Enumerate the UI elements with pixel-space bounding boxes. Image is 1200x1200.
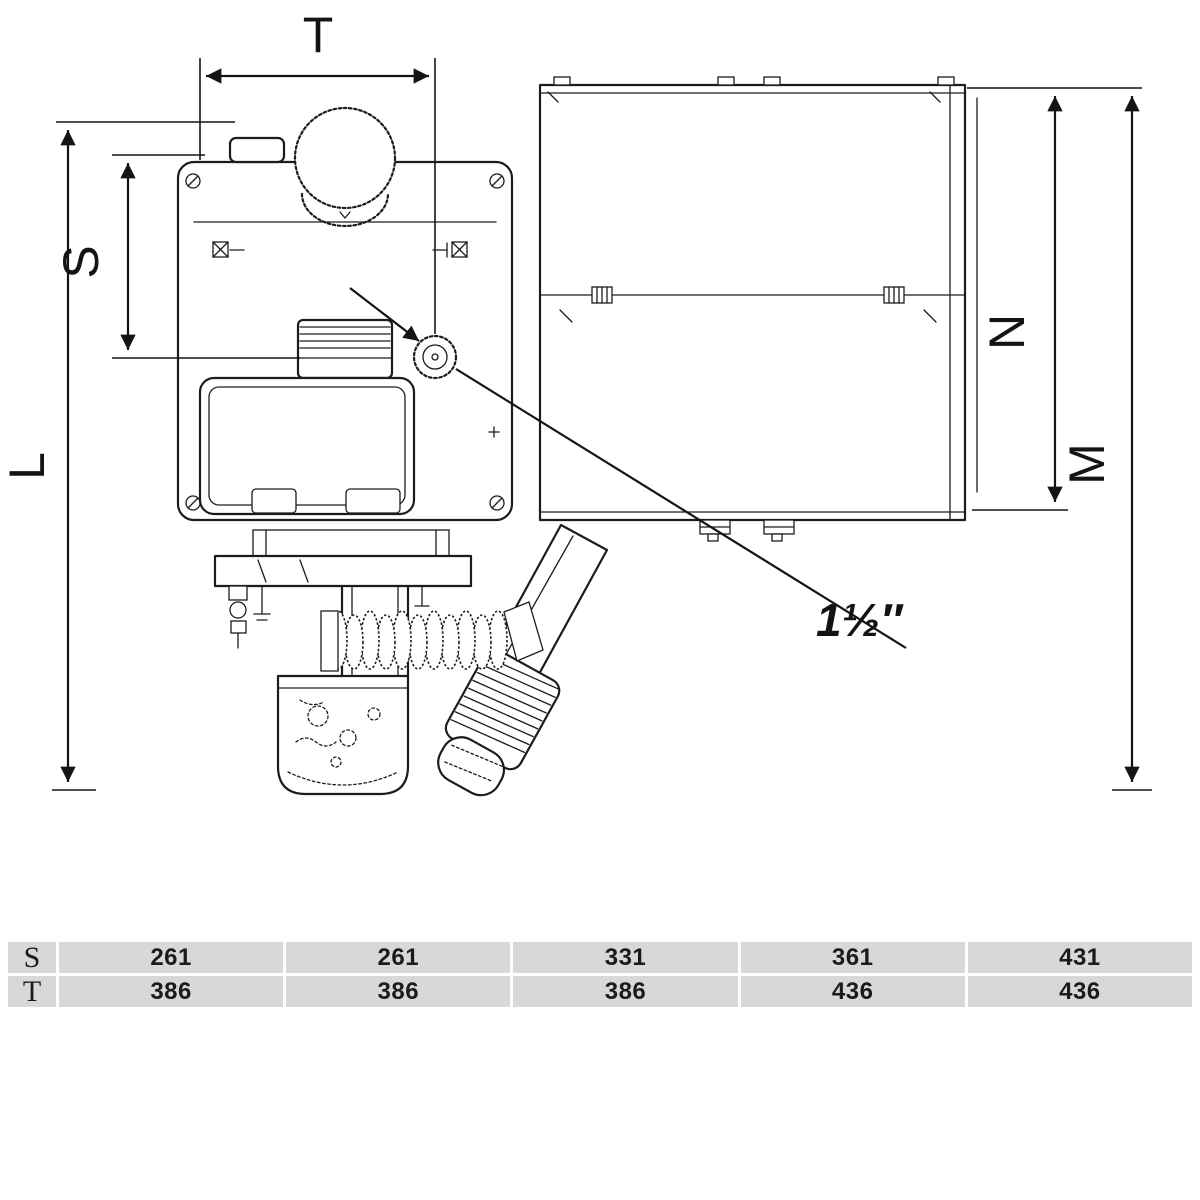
table-cell: 386 [286, 976, 511, 1007]
corner-screws [185, 173, 505, 511]
top-knob [228, 106, 397, 228]
table-cell: 431 [967, 942, 1192, 973]
pipe-connection [412, 334, 458, 380]
dim-label-s: S [53, 245, 109, 278]
table-cell: 386 [513, 976, 738, 1007]
table-cell: 386 [59, 976, 284, 1007]
terminal-block [296, 318, 394, 380]
base-flange [213, 529, 473, 588]
pipe-size-callout: 1½″ [349, 287, 907, 649]
table-cell: 361 [740, 942, 965, 973]
dim-label-l: L [0, 452, 55, 480]
table-cell: 261 [286, 942, 511, 973]
table-cell: 331 [513, 942, 738, 973]
table-cell: 436 [740, 976, 965, 1007]
dim-label-n: N [979, 314, 1035, 350]
dimension-T: T [199, 7, 436, 334]
drain-symbols [253, 585, 430, 621]
table-row-header-t: T [8, 975, 56, 1008]
compression-fitting [437, 648, 561, 797]
dimension-M: M [1059, 96, 1152, 791]
cable-clamp-left [591, 286, 613, 304]
flex-hose [320, 601, 544, 672]
dimension-N: N [967, 87, 1142, 511]
size-table: S 261 261 331 361 431 T 386 386 386 436 … [8, 941, 1192, 1008]
siphon-cup [276, 674, 410, 796]
dim-label-m: M [1059, 443, 1115, 485]
panel-foot-left [699, 519, 731, 542]
side-fitting-chain [228, 585, 248, 649]
dimension-L: L [0, 121, 235, 791]
rear-panel [538, 76, 978, 542]
table-cell: 261 [59, 942, 284, 973]
dim-label-t: T [303, 7, 334, 63]
table-cell: 436 [967, 976, 1192, 1007]
gas-valve-box [198, 376, 500, 516]
mounting-symbols [212, 241, 468, 258]
callout-label: 1½″ [816, 594, 904, 646]
cable-clamp-right [883, 286, 905, 304]
dimension-drawing: T S L N M 1½″ [0, 7, 1152, 797]
panel-foot-right [763, 519, 795, 542]
table-row-header-s: S [8, 941, 56, 974]
